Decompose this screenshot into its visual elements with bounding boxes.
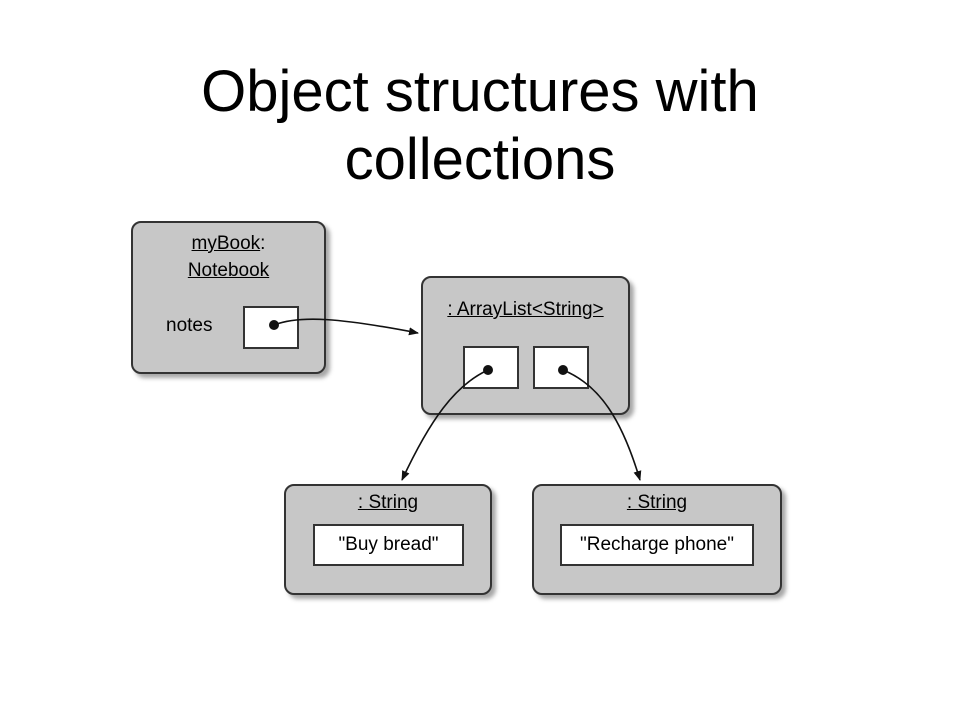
notebook-instance-name: myBook	[191, 233, 261, 254]
page-title: Object structures with collections	[0, 58, 960, 194]
arraylist-slot-0	[463, 346, 519, 389]
string-object-1: : String "Buy bread"	[284, 484, 492, 595]
notebook-object-title: myBook:	[133, 232, 324, 256]
title-line-2: collections	[344, 127, 616, 192]
arraylist-object-title: : ArrayList<String>	[447, 299, 604, 320]
string-object-2: : String "Recharge phone"	[532, 484, 782, 595]
notes-field-label: notes	[166, 315, 213, 336]
title-line-1: Object structures with	[201, 59, 759, 124]
notebook-object-type: Notebook	[133, 259, 324, 283]
notes-field-box	[243, 306, 299, 349]
string-object-2-value: "Recharge phone"	[560, 524, 754, 566]
arraylist-slot-1	[533, 346, 589, 389]
notebook-type-name: Notebook	[187, 260, 270, 281]
notebook-title-separator: :	[260, 233, 266, 254]
arraylist-object: : ArrayList<String>	[421, 276, 630, 415]
string-object-1-value: "Buy bread"	[313, 524, 464, 566]
string-object-2-title: : String	[626, 492, 688, 513]
notebook-object: myBook: Notebook notes	[131, 221, 326, 374]
string-object-1-title: : String	[357, 492, 419, 513]
